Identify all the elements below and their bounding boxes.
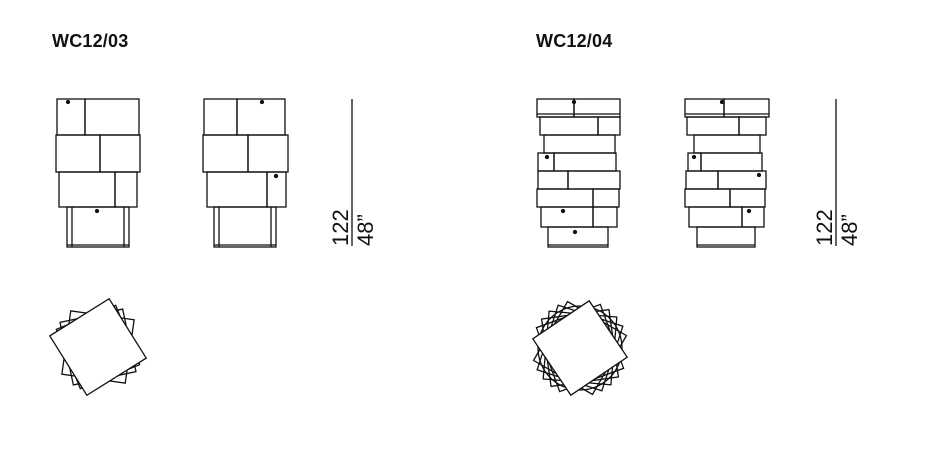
wc12-03-top-view xyxy=(48,297,148,397)
model-title-wc12-03: WC12/03 xyxy=(52,31,129,51)
wc12-04-height-cm: 122 xyxy=(812,209,837,246)
wc12-03-height-cm: 122 xyxy=(328,209,353,246)
wc12-03-side-view xyxy=(202,98,289,248)
model-title-wc12-04: WC12/04 xyxy=(536,31,613,51)
wc12-04-top-view xyxy=(531,299,629,397)
wc12-04-height-inch: 48” xyxy=(837,214,862,246)
wc12-03-front-view xyxy=(55,98,141,248)
wc12-04-side-view xyxy=(684,98,770,248)
wc12-03-height-inch: 48” xyxy=(353,214,378,246)
wc12-04-front-view xyxy=(536,98,621,248)
